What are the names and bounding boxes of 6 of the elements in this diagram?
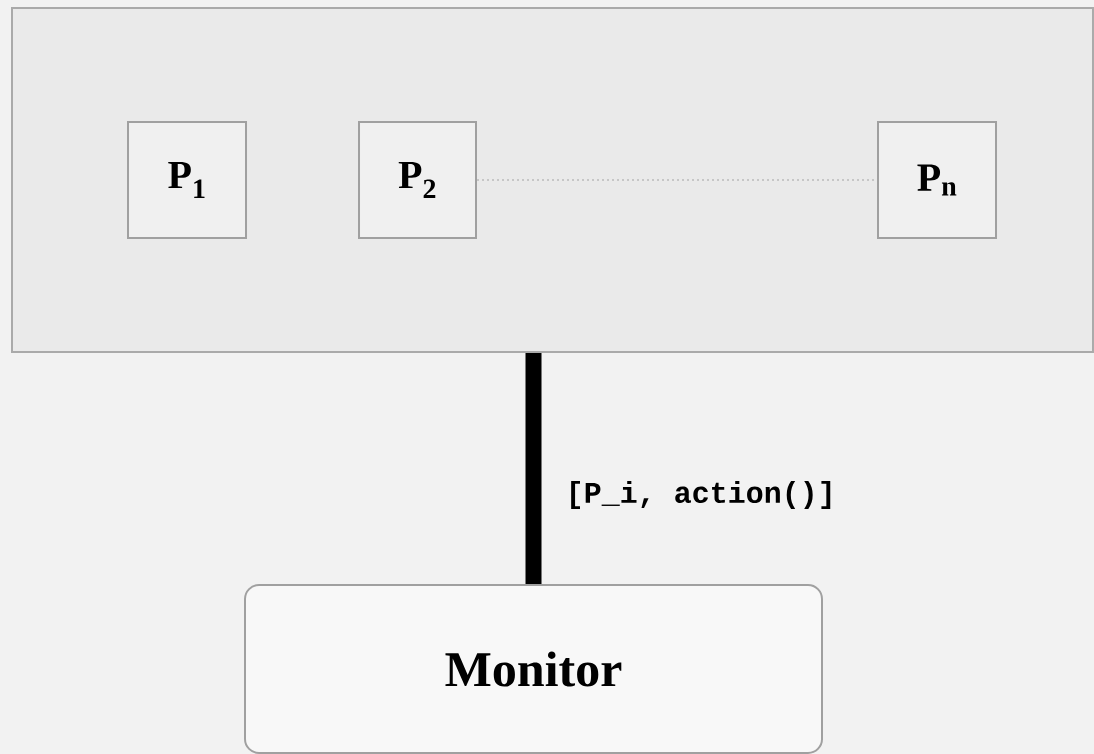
process-box: P$_{2}$	[358, 121, 477, 239]
connector-bar	[525, 353, 542, 584]
process-box: P$_{1}$	[127, 121, 247, 239]
process-box: P$_{n}$	[877, 121, 997, 239]
monitor-box: Monitor	[244, 584, 823, 754]
edge-label: [P_i, action()]	[563, 479, 838, 511]
